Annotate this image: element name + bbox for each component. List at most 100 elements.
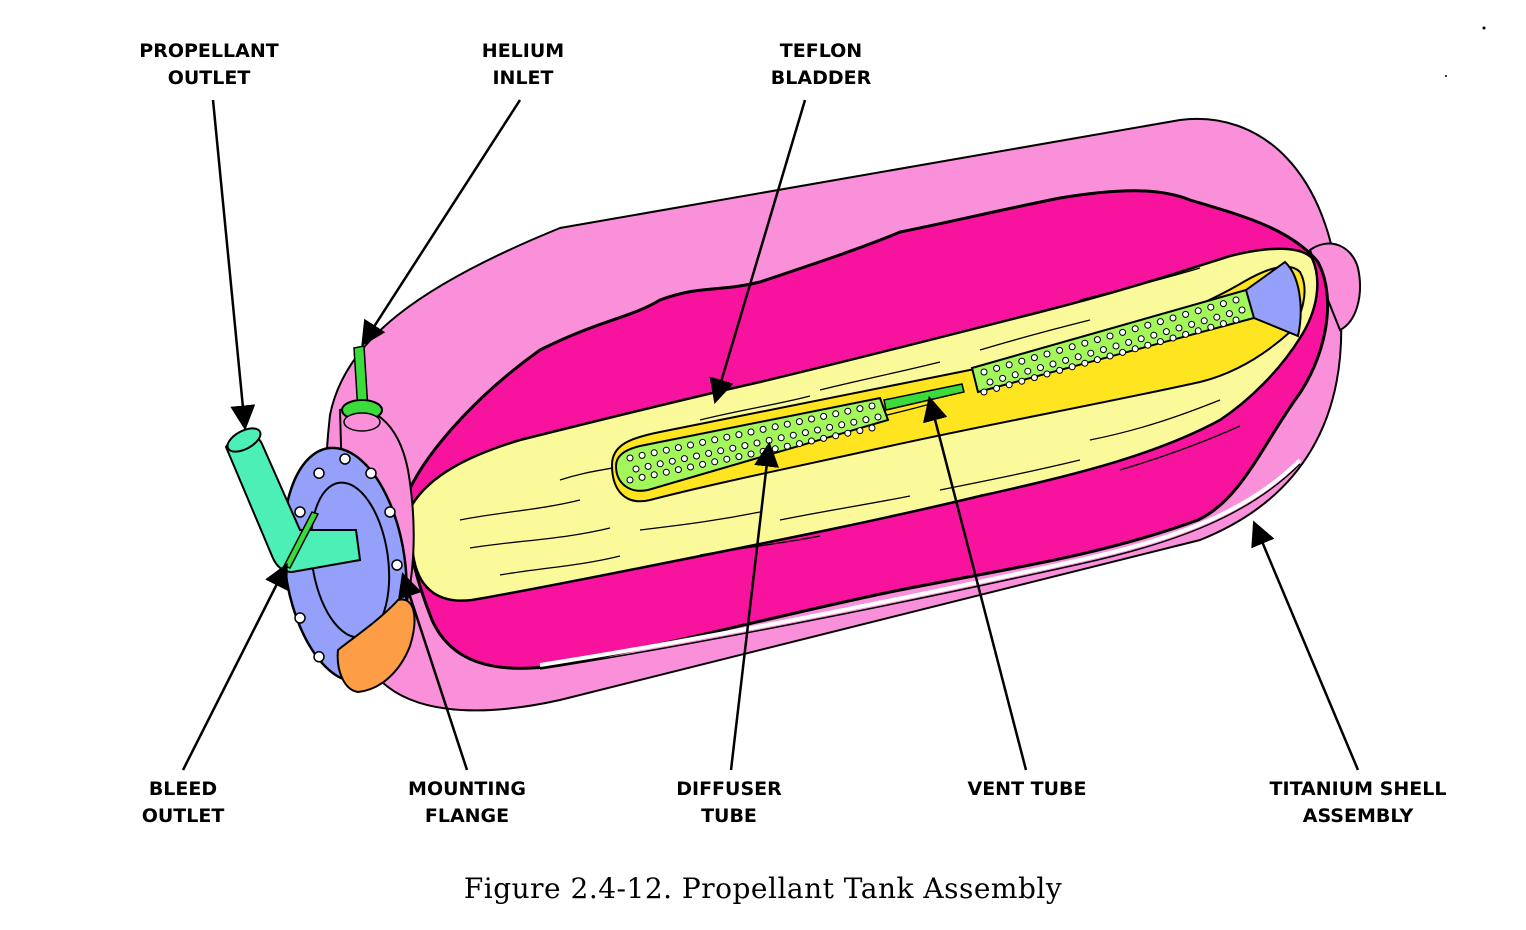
leader-mounting-flange <box>398 572 469 771</box>
diffuser-hole <box>1232 296 1240 304</box>
flange-bolt <box>391 559 403 571</box>
flange-bolt <box>294 506 306 518</box>
diffuser-hole <box>650 471 658 479</box>
diffuser-hole <box>717 447 725 455</box>
flange-bolt <box>339 453 351 465</box>
diffuser-hole <box>993 384 1001 392</box>
orange-fitting <box>336 598 416 694</box>
diffuser-hole <box>747 428 755 436</box>
diffuser-hole <box>808 415 815 423</box>
diffuser-hole <box>1225 310 1233 318</box>
label-vent-tube: VENT TUBE <box>967 778 1087 800</box>
diffuser-hole <box>820 434 828 442</box>
diffuser-hole <box>844 407 852 415</box>
diffuser-hole <box>705 449 713 457</box>
diffuser-hole <box>1131 325 1139 333</box>
diffuser-hole <box>856 405 864 413</box>
diffuser-hole <box>1081 359 1089 367</box>
diffuser-hole <box>1207 323 1215 331</box>
label-propellant-outlet: PROPELLANT OUTLET <box>139 40 279 89</box>
diffuser-hole <box>844 429 852 437</box>
diffuser-hole <box>1043 370 1051 378</box>
diffuser-hole <box>1093 356 1101 364</box>
diffuser-hole <box>1005 381 1013 389</box>
leader-bleed-outlet <box>181 562 288 771</box>
diffuser-hole <box>777 434 785 442</box>
diffuser-tube-front <box>614 396 890 492</box>
shell-seam <box>539 458 1302 667</box>
diffuser-hole <box>1137 335 1145 343</box>
label-bleed-outlet: BLEED OUTLET <box>141 778 225 827</box>
flange-bolt <box>313 651 325 663</box>
bleed-outlet-tube <box>282 511 320 569</box>
diffuser-hole <box>1106 352 1114 360</box>
diffuser-hole <box>1156 318 1164 326</box>
diffuser-hole <box>1169 334 1177 342</box>
diffuser-hole <box>795 440 803 448</box>
diffuser-hole <box>638 473 646 481</box>
flange-bolt <box>384 506 396 518</box>
diffuser-hole <box>735 453 743 461</box>
diffuser-hole <box>632 465 640 473</box>
diffuser-hole <box>1175 324 1183 332</box>
leader-titanium-shell <box>1251 520 1360 771</box>
diffuser-hole <box>1068 363 1076 371</box>
diffuser-hole <box>999 374 1007 382</box>
diffuser-hole <box>1188 320 1196 328</box>
diffuser-hole <box>838 421 846 429</box>
diffuser-end-cap <box>1244 260 1302 338</box>
diffuser-hole <box>1144 321 1152 329</box>
diffuser-hole <box>1087 349 1095 357</box>
diffuser-hole <box>1119 348 1127 356</box>
diffuser-hole <box>1068 343 1076 351</box>
diffuser-hole <box>1093 336 1101 344</box>
leader-teflon-bladder <box>709 99 807 404</box>
diffuser-hole <box>753 439 761 447</box>
diffuser-hole <box>656 460 664 468</box>
diffuser-hole <box>1182 310 1190 318</box>
diffuser-hole <box>1018 377 1026 385</box>
diffuser-hole <box>1106 332 1114 340</box>
diffuser-hole <box>1219 300 1227 308</box>
diffuser-hole <box>1074 353 1082 361</box>
diffuser-hole <box>1194 327 1202 335</box>
diffuser-hole <box>668 457 676 465</box>
diffuser-holes <box>626 296 1246 484</box>
diffuser-hole <box>820 412 828 420</box>
diffuser-hole <box>1011 371 1019 379</box>
diffuser-hole <box>1232 316 1240 324</box>
diffuser-hole <box>1056 346 1064 354</box>
diffuser-hole <box>1169 314 1177 322</box>
diffuser-hole <box>687 441 694 449</box>
diffuser-hole <box>783 420 791 428</box>
diffuser-hole <box>662 446 670 454</box>
shell-rear-boss <box>1308 242 1361 332</box>
diffuser-hole <box>1200 317 1208 325</box>
diffuser-hole <box>1081 339 1089 347</box>
diffuser-hole <box>711 458 719 466</box>
diffuser-hole <box>1018 357 1026 365</box>
diffuser-hole <box>832 432 840 440</box>
diffuser-hole <box>687 463 694 471</box>
diffuser-hole <box>808 437 815 445</box>
diffuser-hole <box>1119 328 1127 336</box>
diffuser-hole <box>814 426 821 434</box>
diffuser-hole <box>735 431 743 439</box>
leader-vent-tube <box>923 395 1028 771</box>
diffuser-hole <box>868 424 876 432</box>
diffuser-hole <box>1056 366 1064 374</box>
diffuser-hole <box>1238 306 1246 314</box>
diffuser-hole <box>856 427 864 435</box>
diffuser-hole <box>850 418 858 426</box>
diffuser-hole <box>650 449 658 457</box>
diffuser-hole <box>980 388 988 396</box>
diffuser-hole <box>680 455 688 463</box>
diffuser-hole <box>1043 350 1051 358</box>
diffuser-hole <box>1049 360 1057 368</box>
diffuser-hole <box>1150 331 1158 339</box>
diffuser-hole <box>723 433 731 441</box>
diffuser-hole <box>826 423 834 431</box>
diffuser-hole <box>1024 367 1032 375</box>
diffuser-hole <box>741 442 749 450</box>
